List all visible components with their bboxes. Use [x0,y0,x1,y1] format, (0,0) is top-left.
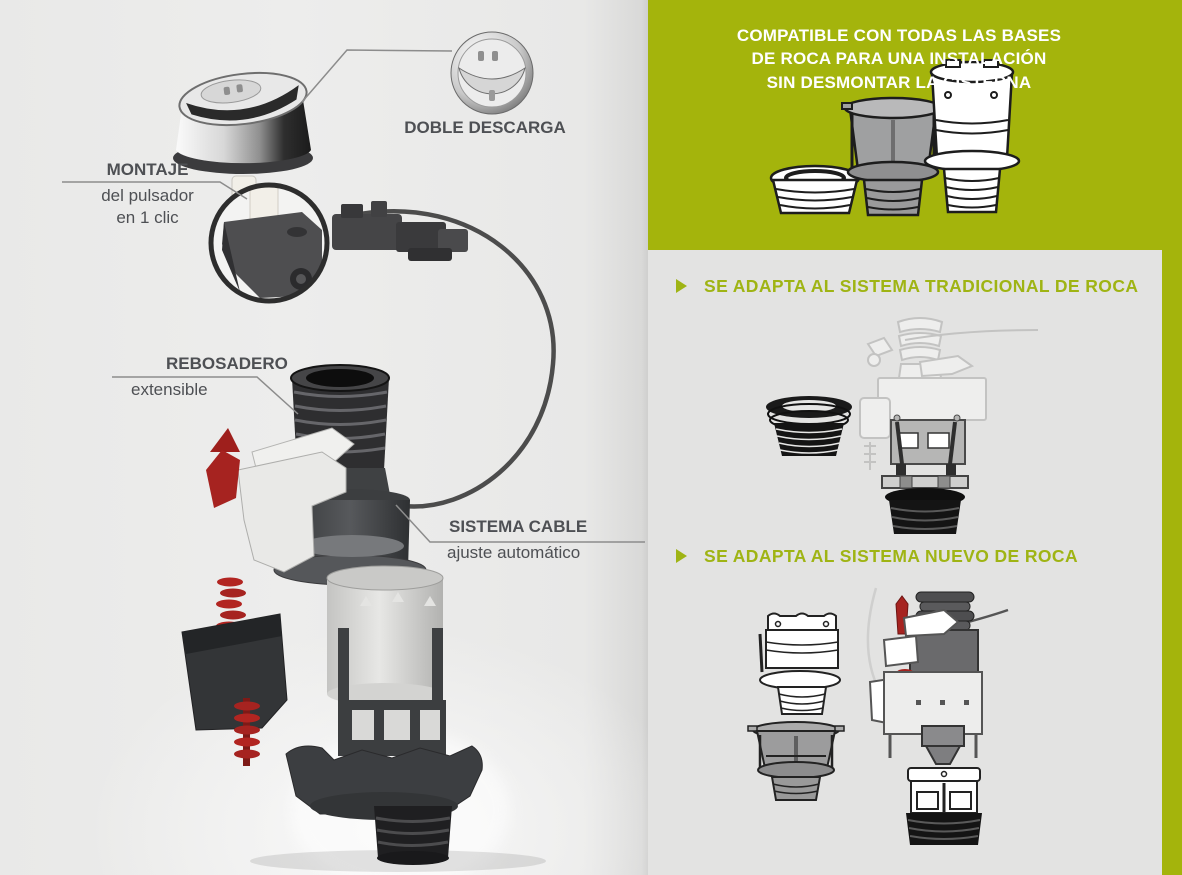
gasket-illustration [766,396,852,456]
rebosadero-callout-line [112,376,299,415]
cable-curve [359,208,556,509]
nuevo-white-base [758,612,841,715]
montaje-subline-2: en 1 clic [116,208,179,227]
rebosadero-label: REBOSADERO [166,354,288,373]
section-title-nuevo: SE ADAPTA AL SISTEMA NUEVO DE ROCA [704,546,1078,566]
tradicional-illustration [766,317,1039,534]
montaje-label: MONTAJE [106,160,189,179]
montaje-subline-1: del pulsador [101,186,194,205]
click-mechanism [332,201,468,261]
sistema-cable-callout-line [395,504,645,543]
product-push-button [173,71,313,217]
nuevo-illustration [747,587,1009,845]
valve-product-illustration [173,71,556,875]
section-title-tradicional: SE ADAPTA AL SISTEMA TRADICIONAL DE ROCA [704,276,1139,296]
doble-descarga-label: DOBLE DESCARGA [404,118,566,137]
bullet-triangle-icon [676,549,687,563]
nuevo-valve-mechanism [866,587,1009,765]
dual-flush-button-illustration [450,31,534,115]
valve-base [285,745,483,865]
callout-lines [62,49,645,543]
bullet-triangle-icon [676,279,687,293]
red-threaded-rod [234,698,260,766]
counterweight-bucket [181,613,288,731]
float-arm [237,427,355,573]
compatibility-header-line-2: DE ROCA PARA UNA INSTALACIÓN [751,49,1047,69]
roca-bases-illustration [769,59,1021,217]
doble-descarga-callout-line [301,49,453,103]
green-edge-stripe [1162,250,1182,875]
attachment-block [881,414,969,489]
tradicional-threaded-base [885,488,965,534]
sistema-cable-sublabel: ajuste automático [447,543,581,562]
red-adjuster [206,428,240,508]
compatibility-header-line-1: COMPATIBLE CON TODAS LAS BASES [736,26,1062,45]
base-cup-illustration [841,96,945,217]
montaje-callout-line [62,181,248,200]
rebosadero-sublabel: extensible [131,380,208,399]
compatibility-header-line-3: SIN DESMONTAR LA CISTERNA [766,72,1032,92]
compatibility-header: COMPATIBLE CON TODAS LAS BASES DE ROCA P… [648,24,1150,94]
base-ring-illustration [769,164,861,215]
base-cylinder-illustration [923,59,1021,214]
nuevo-gray-cup [747,721,845,801]
valve-cage [338,592,446,756]
magnifier-detail [208,182,330,304]
sistema-cable-label: SISTEMA CABLE [449,517,588,536]
nuevo-adapter [906,767,982,845]
